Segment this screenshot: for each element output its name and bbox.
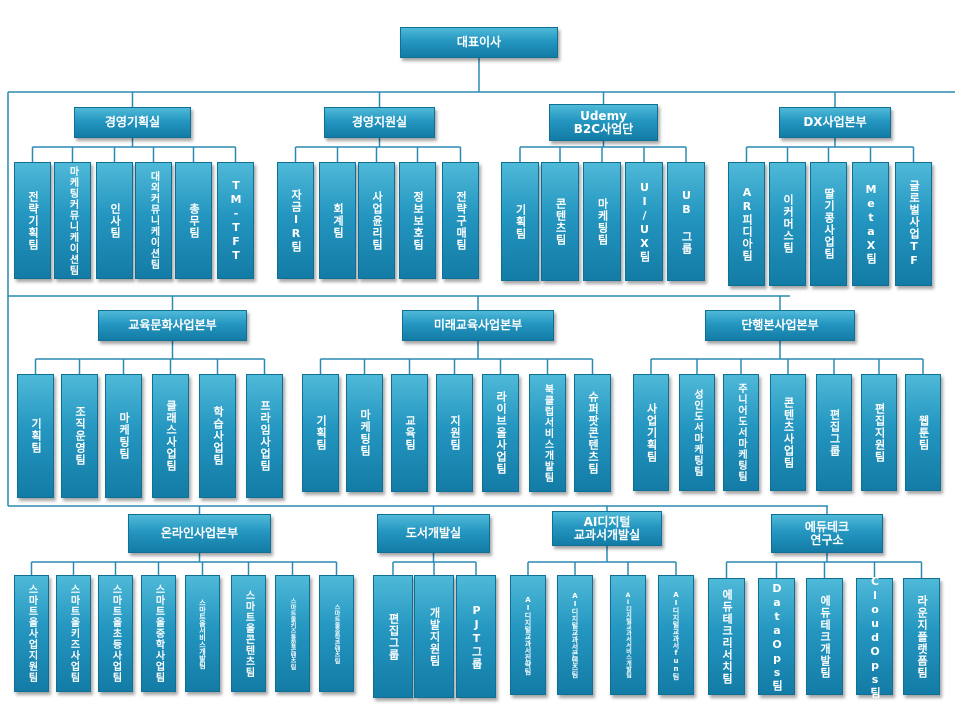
team-box: 편집그룹 <box>373 575 413 698</box>
team-box: 인사팀 <box>96 162 133 279</box>
team-box: 스마트올초등사업팀 <box>98 575 133 692</box>
team-box: TM-TFT <box>217 162 254 279</box>
team-box: 기획팀 <box>501 162 539 281</box>
team-box: 기획팀 <box>17 374 54 498</box>
team-box: UI/UX팀 <box>625 162 663 281</box>
team-box: 스마트올사업지원팀 <box>14 575 49 692</box>
team-box: 성인도서마케팅팀 <box>679 374 715 491</box>
team-box: 글로벌사업TF <box>895 162 932 286</box>
division-box: 교육문화사업본부 <box>98 310 247 341</box>
division-box: Udemy B2C사업단 <box>549 104 658 141</box>
team-box: 기획팀 <box>302 374 339 492</box>
team-box: 콘텐츠사업팀 <box>770 374 806 491</box>
team-box: 총무팀 <box>175 162 212 279</box>
team-box: CloudOps팀 <box>856 575 893 699</box>
team-box: 전략기획팀 <box>14 162 51 279</box>
team-box: AI디지털교과서fun팀 <box>658 575 694 695</box>
team-box: 개발지원팀 <box>414 575 454 698</box>
team-box: 프라임사업팀 <box>246 374 283 498</box>
team-box: 에듀테크개발팀 <box>806 578 843 695</box>
team-box: 마케팅팀 <box>105 374 142 498</box>
team-box: 에듀테크리서치팀 <box>708 578 745 695</box>
team-box: 주니어도서마케팅팀 <box>723 374 759 491</box>
team-box: 학습사업팀 <box>199 374 236 498</box>
team-box: 스마트올키즈통합콘텐츠팀 <box>275 575 310 692</box>
team-box: 회계팀 <box>319 162 356 279</box>
team-box: 사업윤리팀 <box>358 162 395 279</box>
division-box: DX사업본부 <box>779 107 891 138</box>
team-box: 전략구매팀 <box>442 162 479 279</box>
team-box: 교육팀 <box>391 374 428 492</box>
team-box: MetaX팀 <box>852 162 889 286</box>
team-box: 클래스사업팀 <box>152 374 189 498</box>
team-box: 마케팅팀 <box>583 162 621 281</box>
team-box: 스마트올중학사업팀 <box>141 575 176 692</box>
team-box: 라이브올사업팀 <box>482 374 519 492</box>
team-box: UB 그룹 <box>667 162 705 281</box>
team-box: 정보보호팀 <box>399 162 436 279</box>
team-box: 이커머스팀 <box>769 162 806 286</box>
team-box: DataOps팀 <box>758 578 795 695</box>
team-box: 슈퍼팟콘텐츠팀 <box>574 374 611 492</box>
division-box: 미래교육사업본부 <box>402 310 554 341</box>
division-box: 경영지원실 <box>324 107 435 138</box>
team-box: 자금IR팀 <box>277 162 314 279</box>
team-box: 조직운영팀 <box>61 374 98 498</box>
team-box: 스마트올키즈사업팀 <box>56 575 91 692</box>
division-box: 에듀테크 연구소 <box>771 514 883 553</box>
team-box: 북클럽서비스개발팀 <box>529 374 566 492</box>
team-box: 스마트올서비스개발팀 <box>185 575 220 692</box>
division-box: 도서개발실 <box>377 514 490 553</box>
team-box: 콘텐츠팀 <box>541 162 579 281</box>
team-box: 사업기획팀 <box>633 374 669 491</box>
division-box: 경영기획실 <box>74 107 191 138</box>
team-box: AI디지털교과서전략팀 <box>510 575 546 695</box>
team-box: 편집지원팀 <box>861 374 897 491</box>
team-box: 마케팅커뮤니케이션팀 <box>54 162 91 279</box>
division-box: AI디지털 교과서개발실 <box>552 511 662 546</box>
team-box: 대외커뮤니케이션팀 <box>135 162 172 279</box>
ceo-box: 대표이사 <box>400 27 558 58</box>
team-box: AR피디아팀 <box>728 162 765 286</box>
team-box: AI디지털교과서콘텐츠팀 <box>557 575 593 695</box>
team-box: 편집그룹 <box>816 374 852 491</box>
division-box: 단행본사업본부 <box>705 310 855 341</box>
team-box: 지원팀 <box>436 374 473 492</box>
team-box: 라운지플랫폼팀 <box>903 578 940 695</box>
team-box: 마케팅팀 <box>346 374 383 492</box>
team-box: 스마트올콘텐츠팀 <box>231 575 266 692</box>
team-box: PJT그룹 <box>456 575 496 698</box>
team-box: 딸기콩사업팀 <box>810 162 847 286</box>
team-box: AI디지털교과서서비스개발팀 <box>610 575 646 695</box>
team-box: 스마트올중학콘텐츠팀 <box>319 575 354 692</box>
team-box: 웹툰팀 <box>905 374 941 491</box>
division-box: 온라인사업본부 <box>128 514 271 553</box>
